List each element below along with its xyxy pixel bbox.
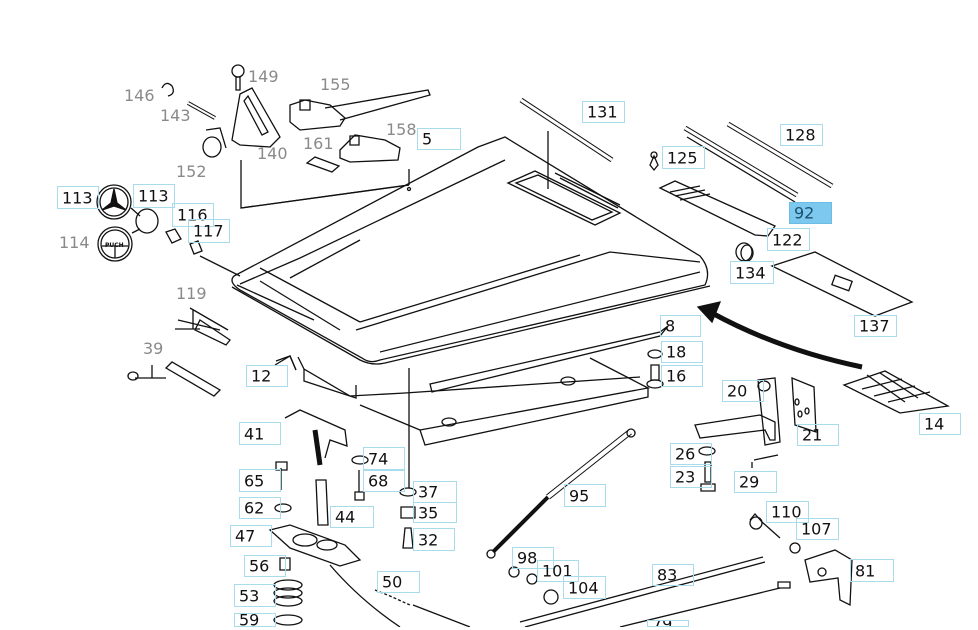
callout-32[interactable]: 32 — [413, 528, 455, 551]
callout-149: 149 — [248, 67, 279, 86]
trim-mat — [844, 371, 948, 413]
callout-83[interactable]: 83 — [652, 564, 694, 586]
callout-59[interactable]: 59 — [234, 611, 276, 630]
callout-158: 158 — [386, 120, 417, 139]
callout-68[interactable]: 68 — [363, 470, 405, 492]
callout-125[interactable]: 125 — [662, 146, 705, 169]
release-handle — [750, 514, 852, 605]
callout-53[interactable]: 53 — [234, 584, 276, 607]
callout-23[interactable]: 23 — [670, 466, 712, 488]
seal-rods — [521, 100, 832, 236]
callout-122[interactable]: 122 — [767, 228, 810, 251]
bolts-right — [647, 350, 778, 491]
callout-152: 152 — [176, 162, 207, 181]
callout-110[interactable]: 110 — [766, 501, 809, 523]
hood-panel — [232, 131, 710, 364]
direction-arrow — [698, 302, 862, 367]
callout-92-selected[interactable]: 92 — [789, 202, 832, 224]
callout-35[interactable]: 35 — [413, 502, 457, 523]
callout-104[interactable]: 104 — [563, 576, 606, 599]
callout-12[interactable]: 12 — [246, 365, 288, 387]
callout-56[interactable]: 56 — [244, 555, 286, 577]
hinge — [695, 378, 816, 445]
puch-badge-text: PUCH — [105, 242, 124, 249]
callout-95[interactable]: 95 — [564, 484, 606, 507]
callout-18[interactable]: 18 — [661, 341, 703, 363]
callout-47[interactable]: 47 — [230, 525, 272, 547]
callout-16[interactable]: 16 — [661, 365, 703, 387]
callout-128[interactable]: 128 — [780, 124, 823, 146]
callout-29[interactable]: 29 — [734, 471, 777, 493]
callout-114: 114 — [59, 233, 90, 252]
callout-137[interactable]: 137 — [854, 315, 897, 337]
release-cable — [413, 557, 790, 627]
callout-119: 119 — [176, 284, 207, 303]
callout-44[interactable]: 44 — [330, 506, 374, 528]
callout-155: 155 — [320, 75, 351, 94]
callout-117[interactable]: 117 — [188, 219, 230, 243]
callout-50[interactable]: 50 — [377, 571, 420, 593]
callout-14[interactable]: 14 — [919, 413, 961, 435]
callout-113-left[interactable]: 113 — [57, 186, 99, 209]
callout-98[interactable]: 98 — [512, 547, 554, 569]
callout-113-right[interactable]: 113 — [133, 184, 175, 208]
callout-26[interactable]: 26 — [670, 443, 712, 465]
latch-assembly — [270, 368, 416, 627]
callout-134[interactable]: 134 — [730, 261, 774, 284]
callout-41[interactable]: 41 — [239, 422, 281, 445]
callout-74[interactable]: 74 — [363, 447, 405, 470]
callout-140: 140 — [257, 144, 288, 163]
callout-20[interactable]: 20 — [722, 380, 764, 402]
gas-strut — [487, 429, 635, 604]
callout-146: 146 — [124, 86, 155, 105]
hood-inner-frame — [275, 326, 668, 445]
hood-stop-parts — [162, 65, 430, 208]
side-trims — [128, 308, 296, 396]
callout-5[interactable]: 5 — [417, 128, 461, 150]
callout-79[interactable]: 79 — [647, 620, 689, 627]
callout-101[interactable]: 101 — [537, 560, 579, 582]
callout-39: 39 — [143, 339, 164, 358]
callout-81[interactable]: 81 — [850, 559, 894, 582]
callout-107[interactable]: 107 — [796, 518, 839, 540]
callout-21[interactable]: 21 — [797, 424, 839, 446]
callout-161: 161 — [303, 134, 334, 153]
callout-37[interactable]: 37 — [413, 481, 457, 503]
callout-62[interactable]: 62 — [239, 497, 281, 519]
callout-8[interactable]: 8 — [660, 315, 701, 337]
emblem-badges — [97, 185, 240, 276]
callout-143: 143 — [160, 106, 191, 125]
callout-131[interactable]: 131 — [582, 101, 625, 123]
callout-65[interactable]: 65 — [239, 469, 281, 492]
